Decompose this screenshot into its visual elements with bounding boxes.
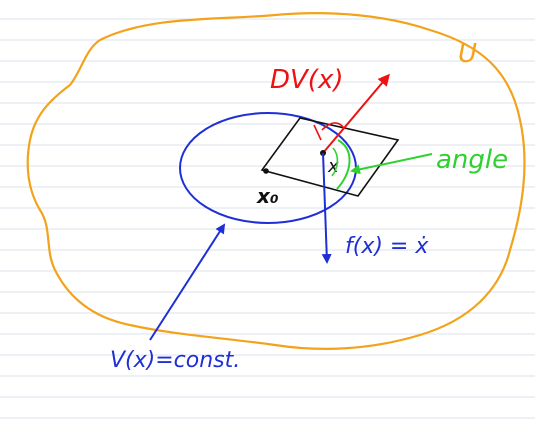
vector-field-label: f(x) = ẋ bbox=[345, 234, 429, 259]
ruled-lines bbox=[0, 18, 535, 419]
equilibrium-dot bbox=[263, 168, 269, 174]
gradient-label: DV(x) bbox=[270, 65, 343, 95]
angle-arc bbox=[336, 139, 351, 190]
angle-arc-inner bbox=[331, 147, 339, 177]
tangent-plane bbox=[260, 117, 400, 197]
gradient-arrow bbox=[322, 73, 390, 154]
region-u-label: U bbox=[458, 39, 477, 69]
normal-mark bbox=[313, 122, 345, 141]
equilibrium-label: x₀ bbox=[256, 184, 279, 208]
angle-pointer-arrow bbox=[350, 153, 433, 175]
vector-field-arrow bbox=[321, 152, 332, 264]
level-set-pointer-arrow bbox=[149, 223, 226, 341]
point-x-label: x bbox=[327, 156, 339, 177]
angle-label: angle bbox=[436, 145, 508, 175]
level-set-label: V(x)=const. bbox=[110, 348, 240, 373]
region-u-outline bbox=[26, 12, 526, 350]
